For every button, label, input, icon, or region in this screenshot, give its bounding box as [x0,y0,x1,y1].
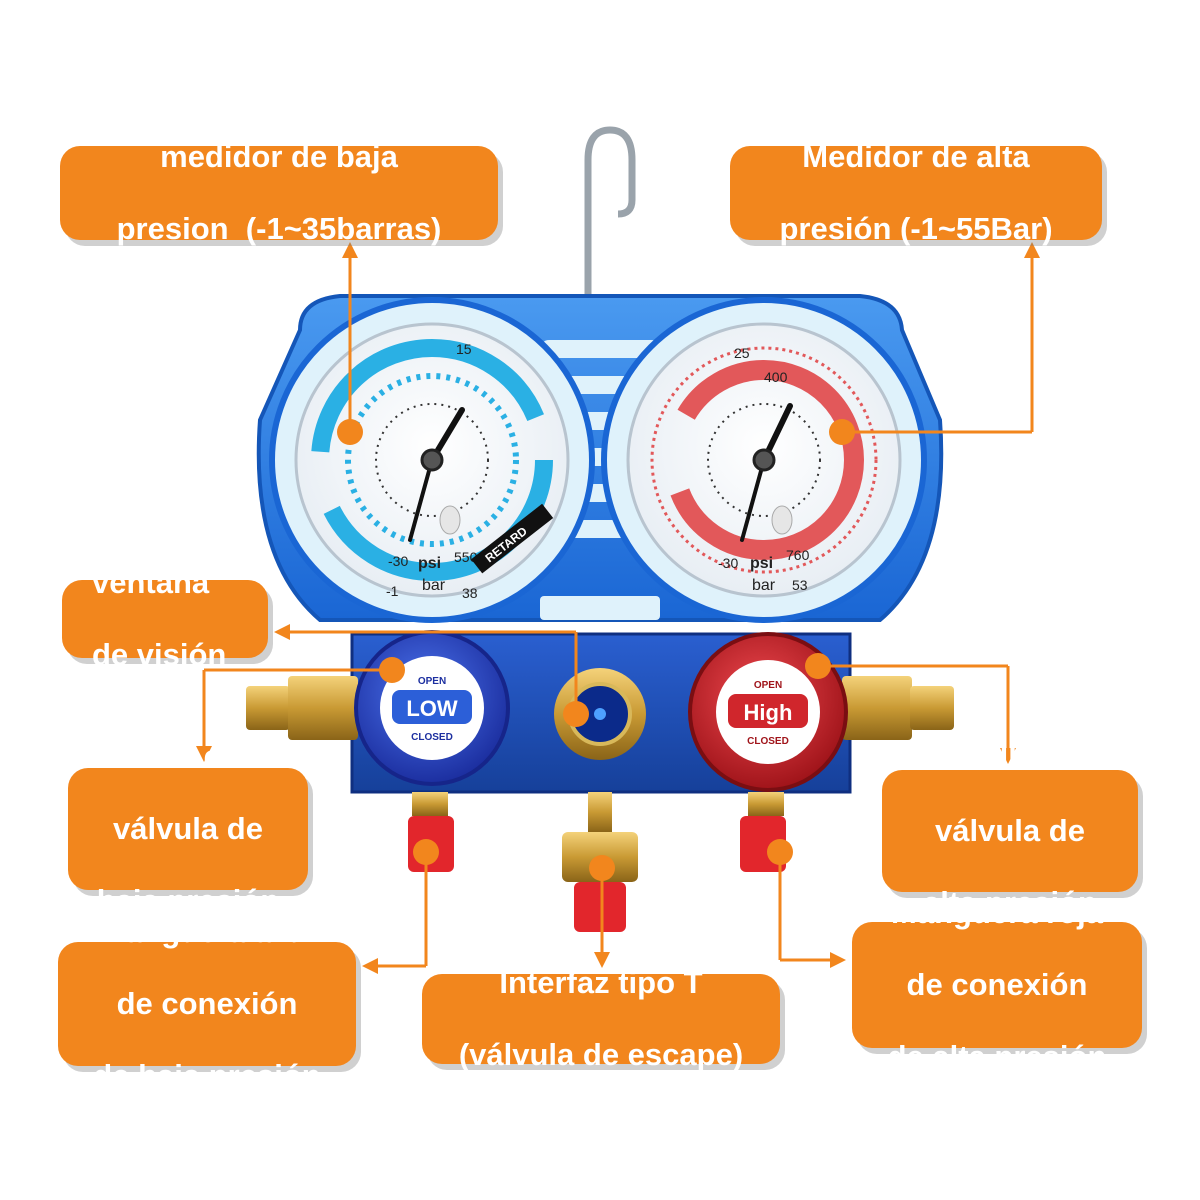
callout-high-valve-knob: Perilla de válvula de alta presión [882,741,1138,920]
callout-low-valve-knob: Perilla de la válvula de baja presión [68,739,308,918]
callout-red-hose: Manguera roja de conexión de alta presió… [852,895,1142,1074]
high-gauge-scale-53: 53 [792,577,808,593]
low-gauge-unit-bar: bar [422,577,446,594]
callout-low-gauge-line2: presion (-1~35barras) [116,211,442,246]
callout-low-knob-line1: Perilla de la [101,739,275,774]
callout-sight-glass: ventana de visión [62,565,268,672]
high-gauge-unit-psi: psi [750,555,773,572]
high-gauge-scale-top: 25 [734,345,750,361]
callout-high-pressure-gauge: Medidor de alta presión (-1~55Bar) [730,139,1102,246]
high-knob-open: OPEN [754,680,782,691]
callout-t-port: Interfaz tipo T (válvula de escape) [422,965,780,1072]
callout-blue-hose-line1: Manguera azul [99,914,315,949]
callout-low-pressure-gauge: medidor de baja presion (-1~35barras) [60,139,498,246]
low-gauge-unit-psi: psi [418,555,441,572]
callout-high-knob-line1: Perilla de [941,741,1079,776]
high-pressure-gauge: 25 400 -30 psi bar 760 53 [601,297,927,623]
high-gauge-scale-760: 760 [786,547,810,563]
callout-blue-hose-line2: de conexión [116,986,298,1021]
left-coupler [246,676,358,740]
callout-blue-hose: Manguera azul de conexión de baja presió… [58,914,356,1093]
callout-high-gauge-line2: presión (-1~55Bar) [779,211,1053,246]
callout-sight-line1: ventana [92,565,210,600]
callout-red-hose-line2: de conexión [906,967,1088,1002]
high-valve-knob: OPEN High CLOSED [688,632,848,792]
callout-low-gauge-line1: medidor de baja [160,139,398,174]
low-knob-open: OPEN [418,676,446,687]
callout-red-hose-line1: Manguera roja [891,895,1103,930]
low-pressure-gauge: 15 -30 psi bar 550 38 -1 RETARD [269,297,595,623]
callout-low-knob-line2: válvula de [113,811,263,846]
low-valve-knob: OPEN LOW CLOSED [354,630,510,786]
leader-lines [196,242,1040,974]
low-gauge-scale-550: 550 [454,549,478,565]
low-gauge-scale-neg1: -1 [386,583,399,599]
high-knob-closed: CLOSED [747,736,789,747]
high-gauge-unit-bar: bar [752,577,776,594]
callout-sight-line2: de visión [92,637,227,672]
hook [584,126,636,330]
high-knob-label: High [744,700,793,725]
low-knob-closed: CLOSED [411,732,453,743]
right-coupler [842,676,954,740]
high-gauge-scale-400: 400 [764,369,788,385]
callout-t-port-line2: (válvula de escape) [458,1037,744,1072]
low-gauge-scale-38: 38 [462,585,478,601]
callout-t-port-line1: Interfaz tipo T [499,965,703,1000]
callout-blue-hose-line3: de baja presión [93,1058,321,1093]
low-gauge-scale-top: 15 [456,341,472,357]
center-t-port [562,792,638,932]
low-knob-label: LOW [406,696,458,721]
callout-high-gauge-line1: Medidor de alta [802,139,1030,174]
low-gauge-scale-low: -30 [388,553,408,569]
high-gauge-scale-neg30: -30 [718,555,738,571]
callout-high-knob-line2: válvula de [935,813,1085,848]
callout-high-knob-line3: alta presión [923,885,1097,920]
callout-red-hose-line3: de alta presión [887,1039,1107,1074]
callout-low-knob-line3: baja presión [96,883,280,918]
